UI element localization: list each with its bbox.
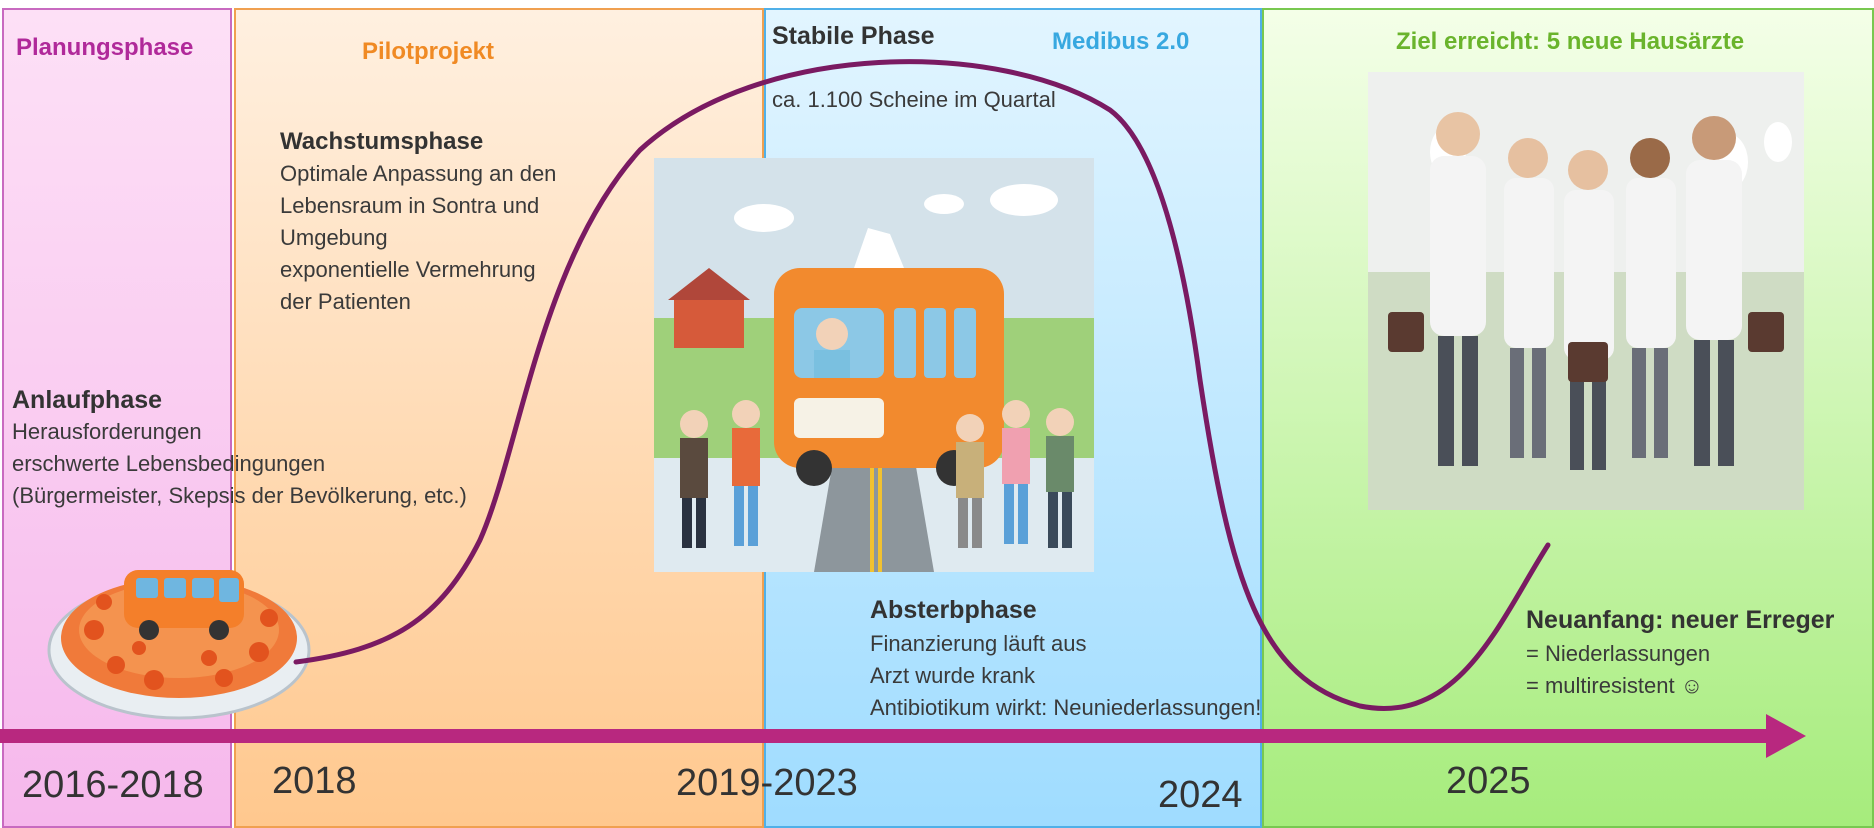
phase-title-medibus: Medibus 2.0 xyxy=(1052,28,1190,55)
annotation-lines-anlauf: Herausforderungen erschwerte Lebensbedin… xyxy=(12,416,467,512)
annotation-lines-wachstum: Optimale Anpassung an den Lebensraum in … xyxy=(280,158,556,318)
annotation-line: erschwerte Lebensbedingungen xyxy=(12,451,326,476)
annotation-line: Finanzierung läuft aus xyxy=(870,631,1087,656)
year-label-2018: 2018 xyxy=(272,760,357,802)
phase-subtitle-stabil: ca. 1.100 Scheine im Quartal xyxy=(772,87,1056,112)
annotation-title-absterb: Absterbphase xyxy=(870,596,1037,624)
phase-title-pilot: Pilotprojekt xyxy=(362,38,495,65)
annotation-line: der Patienten xyxy=(280,289,411,314)
annotation-line: Optimale Anpassung an den xyxy=(280,161,557,186)
annotation-line: = multiresistent ☺ xyxy=(1526,673,1704,698)
annotation-line: Umgebung xyxy=(280,225,388,250)
annotation-line: Arzt wurde krank xyxy=(870,663,1036,688)
annotation-line: = Niederlassungen xyxy=(1526,641,1711,666)
year-label-2025: 2025 xyxy=(1446,760,1531,802)
phase-title-stabil: Stabile Phase xyxy=(772,22,935,50)
petri-dish-bus-image xyxy=(44,530,314,730)
annotation-lines-neuanfang: = Niederlassungen = multiresistent ☺ xyxy=(1526,638,1710,702)
annotation-line: exponentielle Vermehrung xyxy=(280,257,536,282)
annotation-line: Lebensraum in Sontra und xyxy=(280,193,540,218)
year-label-2019-2023: 2019-2023 xyxy=(676,762,858,804)
medibus-image xyxy=(654,158,1094,572)
phase-title-planung: Planungsphase xyxy=(16,34,194,61)
annotation-line: (Bürgermeister, Skepsis der Bevölkerung,… xyxy=(12,483,467,508)
annotation-line: Herausforderungen xyxy=(12,419,202,444)
growth-curve xyxy=(293,59,1551,711)
annotation-lines-absterb: Finanzierung läuft aus Arzt wurde krank … xyxy=(870,628,1261,724)
year-label-2016-2018: 2016-2018 xyxy=(22,764,204,806)
annotation-title-wachstum: Wachstumsphase xyxy=(280,128,484,155)
doctors-image xyxy=(1368,72,1804,510)
timeline-arrowhead xyxy=(1766,714,1806,758)
year-label-2024: 2024 xyxy=(1158,774,1243,816)
annotation-title-anlauf: Anlaufphase xyxy=(12,386,163,414)
annotation-title-neuanfang: Neuanfang: neuer Erreger xyxy=(1526,606,1835,634)
phase-title-ziel: Ziel erreicht: 5 neue Hausärzte xyxy=(1396,28,1745,55)
annotation-line: Antibiotikum wirkt: Neuniederlassungen! xyxy=(870,695,1262,720)
